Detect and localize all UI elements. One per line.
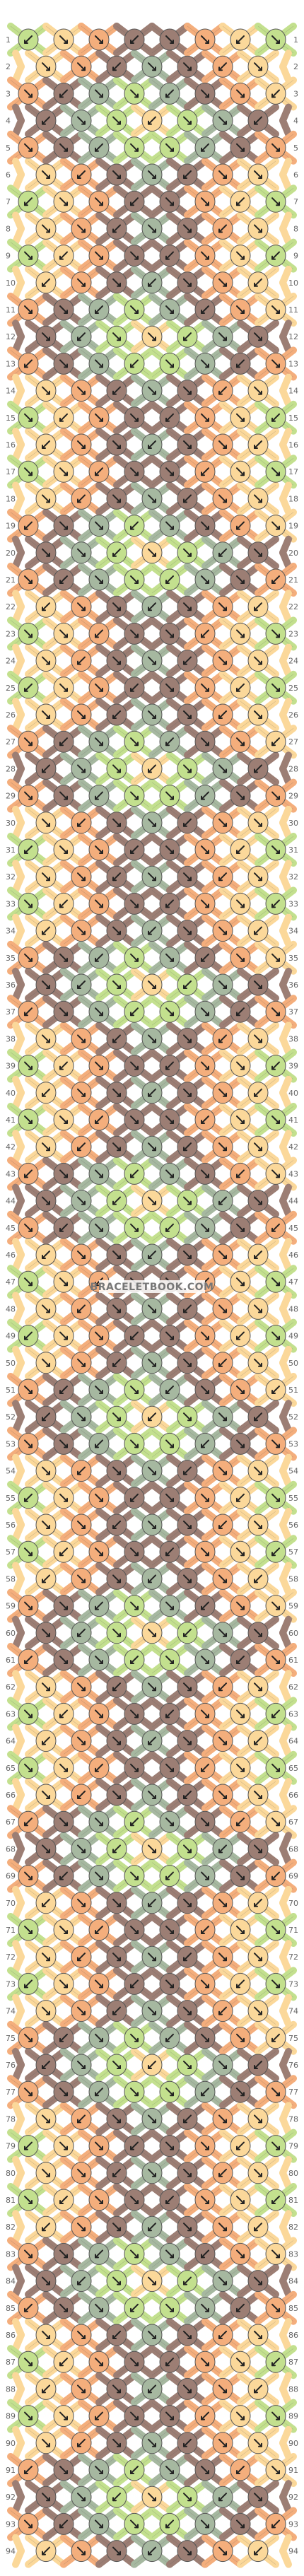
- edge-strand-right: [279, 1305, 292, 1326]
- edge-strand-left: [12, 225, 25, 246]
- edge-strand-left: [12, 279, 25, 300]
- edge-strand-right: [279, 2115, 292, 2136]
- edge-strand-right: [279, 2007, 292, 2028]
- edge-strand-right: [279, 1143, 292, 1164]
- edge-strand-right: [279, 927, 292, 948]
- edge-strand-right: [279, 1467, 292, 1488]
- edge-strand-right: [279, 1899, 292, 1920]
- edge-strand-right: [279, 2169, 292, 2190]
- edge-strand-right: [279, 333, 292, 354]
- edge-strand-left: [12, 1305, 25, 1326]
- edge-strand-right: [279, 1737, 292, 1758]
- edge-strand-right: [279, 819, 292, 840]
- edge-strand-right: [279, 1791, 292, 1812]
- edge-strand-left: [12, 2115, 25, 2136]
- edge-strand-left: [12, 1629, 25, 1650]
- edge-strand-left: [12, 495, 25, 516]
- edge-strand-right: [279, 1521, 292, 1542]
- edge-strand-right: [279, 279, 292, 300]
- edge-strand-left: [12, 1683, 25, 1704]
- edge-strand-right: [279, 1413, 292, 1434]
- edge-strand-right: [279, 1575, 292, 1596]
- edge-strand-left: [12, 927, 25, 948]
- edge-strand-right: [279, 117, 292, 138]
- edge-strand-left: [12, 1251, 25, 1272]
- edge-strand-left: [12, 117, 25, 138]
- edge-strand-left: [12, 1845, 25, 1866]
- edge-strand-right: [279, 441, 292, 462]
- edge-strand-right: [279, 1845, 292, 1866]
- edge-strand-right: [279, 63, 292, 84]
- edge-strand-right: [279, 657, 292, 678]
- edge-strand-right: [279, 225, 292, 246]
- edge-strand-right: [279, 549, 292, 570]
- edge-strand-left: [12, 1899, 25, 1920]
- edge-strand-left: [12, 1197, 25, 1218]
- edge-strand-right: [279, 2061, 292, 2082]
- edge-strand-left: [12, 1143, 25, 1164]
- edge-strand-left: [12, 2007, 25, 2028]
- edge-strand-right: [279, 171, 292, 192]
- edge-strand-left: [12, 387, 25, 408]
- edge-strand-left: [12, 1035, 25, 1056]
- edge-strand-right: [279, 765, 292, 786]
- edge-strand-left: [12, 1737, 25, 1758]
- edge-strand-right: [279, 1629, 292, 1650]
- edge-strand-left: [12, 1467, 25, 1488]
- edge-strand-left: [12, 1413, 25, 1434]
- edge-strand-left: [12, 1089, 25, 1110]
- edge-strand-left: [12, 657, 25, 678]
- edge-strand-left: [12, 819, 25, 840]
- edge-strand-left: [12, 441, 25, 462]
- edge-strand-right: [279, 981, 292, 1002]
- edge-strand-right: [279, 1683, 292, 1704]
- edge-strand-right: [279, 873, 292, 894]
- edge-strand-left: [12, 63, 25, 84]
- edge-strand-right: [279, 1035, 292, 1056]
- edge-strand-left: [12, 1953, 25, 1974]
- edge-strand-right: [279, 495, 292, 516]
- edge-strand-left: [12, 333, 25, 354]
- edge-strand-left: [12, 711, 25, 732]
- edge-strand-right: [279, 1197, 292, 1218]
- edge-strand-right: [279, 1359, 292, 1380]
- edge-strand-left: [12, 2169, 25, 2190]
- edge-strand-left: [12, 873, 25, 894]
- edge-strand-right: [279, 711, 292, 732]
- edge-strand-left: [12, 981, 25, 1002]
- edge-strand-right: [279, 387, 292, 408]
- edge-strand-left: [12, 549, 25, 570]
- edge-strand-left: [12, 1521, 25, 1542]
- edge-strand-left: [12, 603, 25, 624]
- edge-strand-left: [12, 765, 25, 786]
- edge-strand-left: [12, 171, 25, 192]
- edge-strand-left: [12, 1791, 25, 1812]
- edge-strand-right: [279, 603, 292, 624]
- edge-strand-right: [279, 1251, 292, 1272]
- edge-strand-left: [12, 2061, 25, 2082]
- edge-strand-right: [279, 1953, 292, 1974]
- edge-strand-right: [279, 1089, 292, 1110]
- edge-strand-left: [12, 1359, 25, 1380]
- edge-strand-left: [12, 1575, 25, 1596]
